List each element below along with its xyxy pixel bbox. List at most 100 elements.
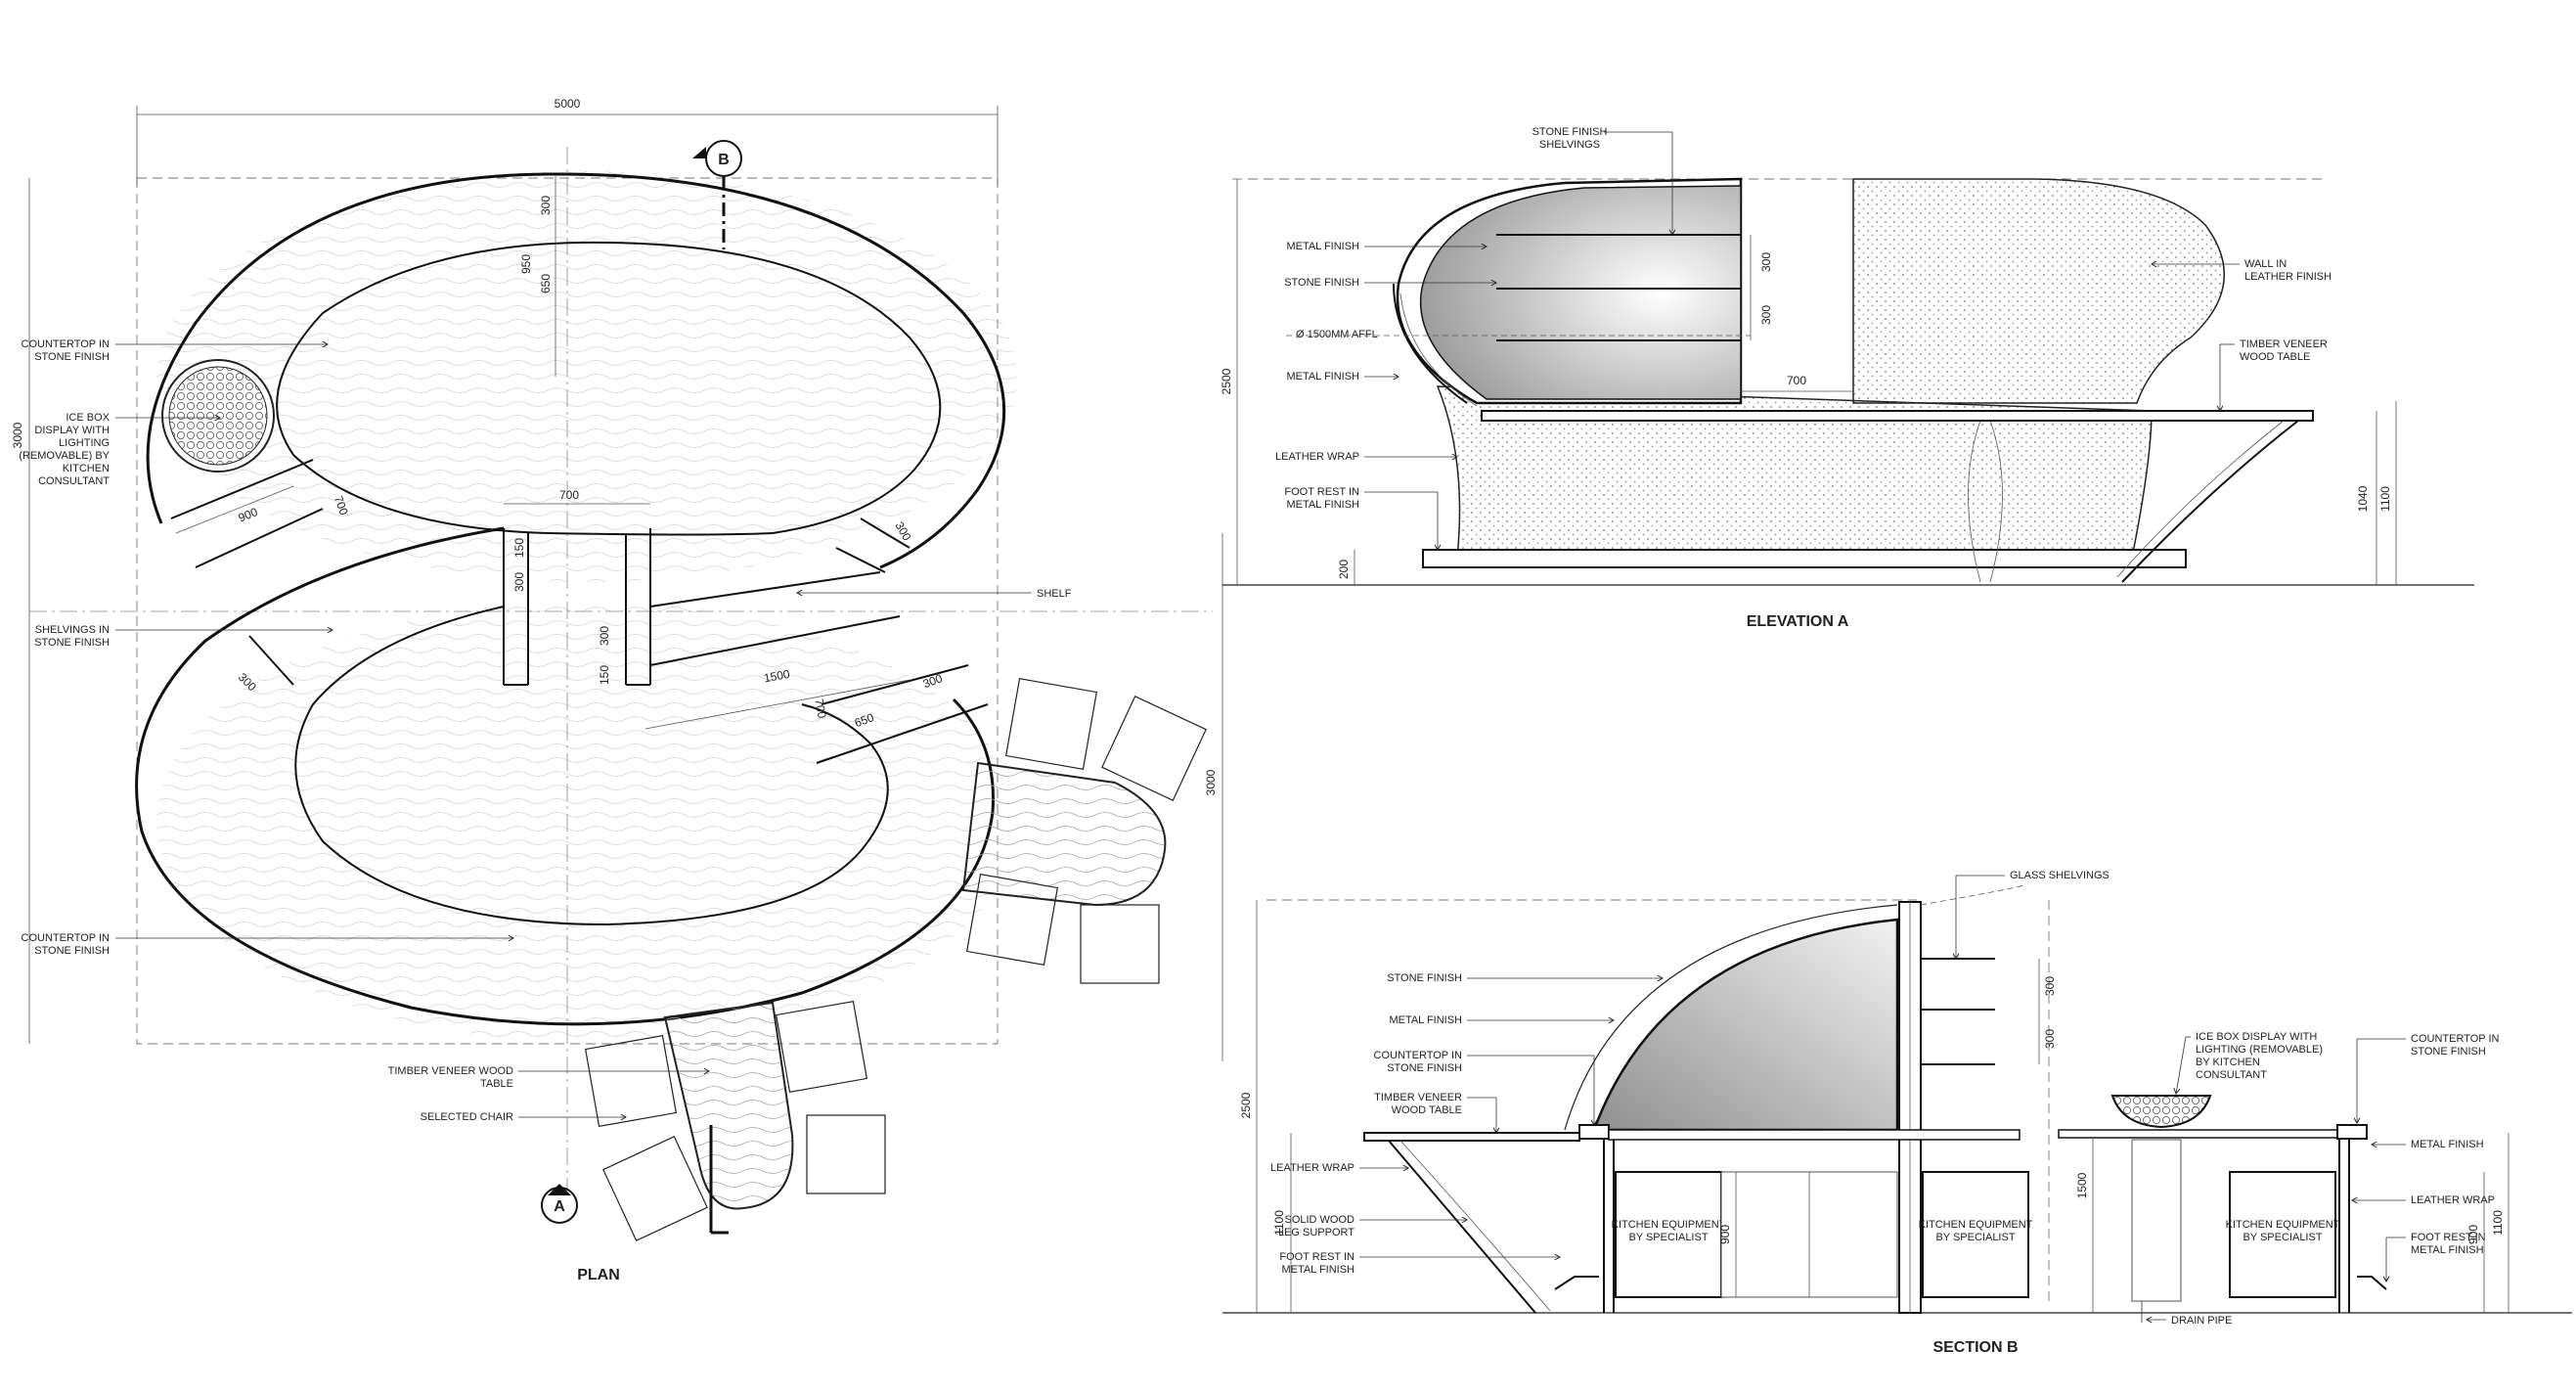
sec-dim-1100-left: 1100 [1272, 1210, 1286, 1236]
dim-650-right: 650 [853, 710, 876, 730]
plan-section-line-b: B [692, 140, 742, 249]
section-dimensions: 300 300 2500 1100 900 1500 900 1100 [1239, 900, 2509, 1313]
plan-chair [1080, 904, 1160, 984]
plan-title: PLAN [577, 1267, 620, 1283]
dim-950: 950 [519, 254, 533, 274]
elev-label-stone-shelvings-1: STONE FINISH [1532, 126, 1608, 138]
kitchen-eq-right-2: BY SPECIALIST [2243, 1232, 2322, 1243]
plan-upper-lobe [146, 171, 1017, 582]
elev-dim-700: 700 [1787, 374, 1806, 387]
plan-view: B A 5000 3000 3000 300 950 650 900 [11, 97, 1223, 1283]
elev-label-metal-finish-2: METAL FINISH [1286, 371, 1359, 382]
label-shelf: SHELF [1037, 588, 1072, 600]
dim-300-c: 300 [598, 626, 611, 646]
label-ice-box-4: (REMOVABLE) BY [19, 450, 110, 462]
label-countertop-top-2: STONE FINISH [34, 351, 110, 363]
elevation-foot-rest [1422, 549, 2187, 568]
plan-labels: COUNTERTOP IN STONE FINISH ICE BOX DISPL… [19, 338, 1071, 1123]
sec-label-ice-box-3: BY KITCHEN [2196, 1057, 2260, 1068]
elevation-dimensions: 300 300 700 1040 1100 2500 200 [1220, 179, 2397, 585]
plan-chair [965, 873, 1059, 967]
plan-section-line-a: A [541, 1125, 729, 1235]
elev-label-foot-rest-2: METAL FINISH [1286, 499, 1359, 511]
sec-dim-300-b: 300 [2043, 1029, 2057, 1049]
plan-central-shelving [170, 459, 989, 764]
elev-dim-300-a: 300 [1759, 252, 1773, 272]
sec-label-timber-table-1: TIMBER VENEER [1374, 1092, 1462, 1103]
dim-overall-depth: 3000 [11, 422, 24, 448]
plan-dimensions: 5000 3000 3000 300 950 650 900 700 700 1… [11, 97, 1223, 1061]
dim-650-top: 650 [539, 274, 553, 293]
sec-label-solid-wood-1: SOLID WOOD [1284, 1214, 1355, 1226]
label-ice-box-3: LIGHTING [59, 437, 110, 449]
elev-label-wall-leather-1: WALL IN [2244, 258, 2287, 270]
label-countertop-bottom-1: COUNTERTOP IN [22, 932, 111, 944]
sec-label-foot-rest-2: METAL FINISH [1281, 1264, 1355, 1276]
section-a-marker: A [554, 1198, 565, 1215]
dim-700-right: 700 [812, 698, 828, 719]
elev-label-timber-table-2: WOOD TABLE [2240, 351, 2310, 363]
sec-dim-300-a: 300 [2043, 976, 2057, 996]
elev-dim-200: 200 [1337, 560, 1351, 579]
plan-chair [775, 1000, 868, 1094]
label-selected-chair: SELECTED CHAIR [421, 1111, 513, 1123]
elev-label-stone-finish: STONE FINISH [1284, 277, 1359, 289]
sec-label-solid-wood-2: LEG SUPPORT [1278, 1227, 1355, 1238]
dim-150-b: 150 [598, 665, 611, 685]
plan-lower-lobe [135, 526, 1017, 1042]
sec-label-countertop-1: COUNTERTOP IN [1374, 1050, 1463, 1061]
sec-label-leather-wrap: LEATHER WRAP [1270, 1162, 1355, 1174]
sec-label-metal-finish-right: METAL FINISH [2411, 1139, 2484, 1150]
sec-label-drain-pipe: DRAIN PIPE [2171, 1315, 2232, 1327]
dim-overall-width: 5000 [555, 97, 581, 111]
label-ice-box-1: ICE BOX [66, 412, 110, 424]
label-timber-table-1: TIMBER VENEER WOOD [388, 1065, 513, 1077]
kitchen-eq-right-1: KITCHEN EQUIPMENT [2226, 1219, 2340, 1231]
sec-label-ice-box-1: ICE BOX DISPLAY WITH [2196, 1031, 2317, 1043]
section-timber-table [1363, 1132, 1580, 1142]
dim-300-b: 300 [512, 572, 526, 592]
kitchen-eq-left-2: BY SPECIALIST [1628, 1232, 1708, 1243]
plan-chair [806, 1114, 886, 1194]
plan-dining-table-right [961, 677, 1207, 984]
elev-dim-2500: 2500 [1220, 368, 1233, 394]
sec-label-metal-finish: METAL FINISH [1389, 1014, 1462, 1026]
plan-dining-table-bottom [584, 1000, 886, 1241]
kitchen-eq-mid-2: BY SPECIALIST [1935, 1232, 2015, 1243]
elev-label-leather-wrap: LEATHER WRAP [1275, 451, 1359, 463]
elev-label-level-mark: Ø 1500MM AFFL [1296, 329, 1378, 340]
section-b-view: KITCHEN EQUIPMENT BY SPECIALIST KITCHEN … [1222, 870, 2572, 1356]
sec-label-foot-rest-right-2: METAL FINISH [2411, 1244, 2484, 1256]
sec-label-timber-table-2: WOOD TABLE [1392, 1104, 1462, 1116]
sec-label-ice-box-2: LIGHTING (REMOVABLE) [2196, 1044, 2323, 1056]
plan-chair [1101, 696, 1207, 801]
label-timber-table-2: TABLE [480, 1078, 513, 1090]
sec-dim-900-right: 900 [2466, 1225, 2480, 1244]
label-ice-box-2: DISPLAY WITH [34, 425, 110, 436]
kitchen-eq-mid-1: KITCHEN EQUIPMENT [1919, 1219, 2033, 1231]
elev-dim-1040: 1040 [2356, 485, 2370, 512]
sec-label-ice-box-4: CONSULTANT [2196, 1069, 2267, 1081]
label-ice-box-5: KITCHEN [63, 463, 110, 474]
section-kitchen-equipment-mid: KITCHEN EQUIPMENT BY SPECIALIST [1919, 1171, 2033, 1298]
elev-label-timber-table-1: TIMBER VENEER [2240, 338, 2328, 350]
dim-300-right: 300 [921, 671, 945, 691]
elev-label-metal-finish-1: METAL FINISH [1286, 241, 1359, 252]
section-kitchen-equipment-right: KITCHEN EQUIPMENT BY SPECIALIST [2226, 1171, 2340, 1298]
dim-700-left: 700 [332, 494, 351, 518]
elev-label-stone-shelvings-2: SHELVINGS [1539, 139, 1600, 151]
section-title: SECTION B [1932, 1339, 2018, 1356]
plan-ice-box-display [161, 359, 275, 472]
sec-label-stone-finish: STONE FINISH [1387, 972, 1462, 984]
elev-dim-1100: 1100 [2378, 486, 2392, 512]
sec-label-leather-wrap-right: LEATHER WRAP [2411, 1194, 2495, 1206]
dim-700-mid: 700 [559, 488, 579, 502]
elev-label-foot-rest-1: FOOT REST IN [1284, 486, 1359, 498]
label-countertop-bottom-2: STONE FINISH [34, 945, 110, 957]
sec-label-countertop-right-1: COUNTERTOP IN [2411, 1033, 2500, 1045]
elevation-a-view: STONE FINISH SHELVINGS METAL FINISH STON… [1220, 126, 2474, 630]
elevation-table-top [1481, 410, 2314, 422]
kitchen-eq-left-1: KITCHEN EQUIPMENT [1612, 1219, 1726, 1231]
section-ice-box [2110, 1095, 2212, 1129]
